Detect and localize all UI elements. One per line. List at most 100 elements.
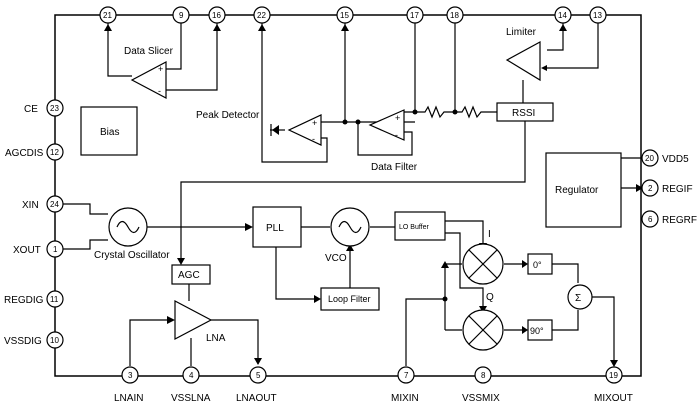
data-filter-amp: [368, 109, 405, 141]
pin-8: 8: [474, 366, 492, 384]
arrow-mixin-up: [441, 261, 449, 268]
lo-buffer-label: LO Buffer: [399, 224, 430, 231]
pll-block: [252, 206, 302, 248]
peak-detector-amp: [287, 114, 322, 146]
rssi-block: [496, 102, 554, 122]
svg-text:17: 17: [410, 11, 419, 20]
arrow-lnaout: [254, 358, 262, 365]
svg-text:6: 6: [648, 215, 653, 224]
df-plus: +: [395, 113, 400, 123]
arrow-0: [522, 260, 528, 268]
pin-9: 9: [172, 6, 190, 24]
pin-name-regif: REGIF: [662, 184, 693, 195]
pin-name-agcdis: AGCDIS: [5, 148, 44, 159]
svg-text:23: 23: [50, 104, 59, 113]
wire-90-sum: [552, 310, 579, 331]
wire-lo-i: [445, 220, 484, 247]
arrow-loop: [314, 295, 321, 303]
wire-pin22: [261, 23, 328, 163]
mixer-q: [462, 309, 504, 351]
agc-block: [171, 264, 211, 285]
svg-text:24: 24: [50, 200, 59, 209]
pin-23: 23: [46, 99, 64, 117]
pin-5: 5: [249, 366, 267, 384]
arrow-agc: [177, 258, 185, 265]
arrow-pin21: [104, 24, 112, 31]
arrow-mixout: [610, 360, 618, 367]
svg-text:18: 18: [450, 11, 459, 20]
loop-filter-label: Loop Filter: [328, 294, 371, 304]
pin-name-regrf: REGRF: [662, 215, 697, 226]
pin-name-vssmix: VSSMIX: [462, 393, 500, 404]
pin-22: 22: [253, 6, 271, 24]
pin-18: 18: [446, 6, 464, 24]
wire-pin14: [547, 23, 564, 51]
junction-data: [342, 119, 348, 125]
phase-0-block: [527, 253, 553, 275]
crystal-osc-sine: [116, 220, 140, 234]
pin-3: 3: [121, 366, 139, 384]
arrow-90: [522, 326, 528, 334]
peak-detector-label: Peak Detector: [196, 110, 260, 121]
wire-0-sum: [552, 263, 579, 283]
svg-text:21: 21: [103, 11, 112, 20]
junction-fb: [355, 119, 361, 125]
svg-text:4: 4: [189, 371, 194, 380]
svg-text:9: 9: [179, 11, 184, 20]
wire-lo-q: [445, 232, 484, 310]
regulator-label: Regulator: [555, 185, 599, 196]
wire-pll-loop: [275, 247, 317, 300]
arrow-lna-in: [167, 316, 175, 324]
bias-label: Bias: [100, 127, 119, 138]
pin-name-xin: XIN: [22, 200, 39, 211]
pll-label: PLL: [266, 223, 284, 234]
pd-minus: -: [312, 134, 315, 144]
phase-0-label: 0°: [533, 260, 542, 270]
lo-buffer-block: [394, 211, 446, 241]
wire-xout: [62, 239, 108, 250]
arrow-pin16: [213, 24, 221, 31]
vco-sine: [338, 220, 362, 234]
limiter-label: Limiter: [506, 27, 537, 38]
arrow-regif: [636, 184, 643, 192]
pin-name-regdig: REGDIG: [4, 295, 44, 306]
svg-text:3: 3: [128, 371, 133, 380]
df-minus: -: [395, 130, 398, 140]
lna-label: LNA: [206, 333, 226, 344]
slicer-minus: -: [158, 86, 161, 96]
svg-text:11: 11: [50, 295, 59, 304]
arrow-pin15: [341, 24, 349, 31]
junction-pin18: [452, 109, 458, 115]
pin-16: 16: [208, 6, 226, 24]
pin-20: 20: [641, 149, 659, 167]
wire-pin13: [547, 23, 599, 69]
pin-name-lnain: LNAIN: [114, 393, 143, 404]
q-label: Q: [486, 292, 494, 303]
pin-14: 14: [554, 6, 572, 24]
bias-block: [80, 106, 138, 156]
svg-text:2: 2: [648, 184, 653, 193]
wire-rssi-agc: [180, 121, 526, 262]
phase-90-label: 90°: [530, 326, 544, 336]
pin-name-vssdig: VSSDIG: [4, 336, 42, 347]
resistor-2: [455, 105, 497, 119]
arrow-pin13: [541, 65, 547, 71]
pin-13: 13: [589, 6, 607, 24]
pin-15: 15: [336, 6, 354, 24]
svg-text:5: 5: [256, 371, 261, 380]
vco-label: VCO: [325, 253, 347, 264]
agc-label: AGC: [178, 270, 200, 281]
slicer-plus: +: [158, 64, 163, 74]
lna-amp: [174, 300, 213, 340]
pin-name-mixin: MIXIN: [391, 393, 419, 404]
pin-6: 6: [641, 210, 659, 228]
pin-12: 12: [46, 143, 64, 161]
junction-pin17: [412, 109, 418, 115]
resistor-1: [404, 105, 455, 119]
sum-label: Σ: [575, 293, 581, 304]
svg-text:10: 10: [50, 336, 59, 345]
pin-name-lnaout: LNAOUT: [236, 393, 277, 404]
mixer-i: [462, 243, 504, 285]
pin-21: 21: [99, 6, 117, 24]
